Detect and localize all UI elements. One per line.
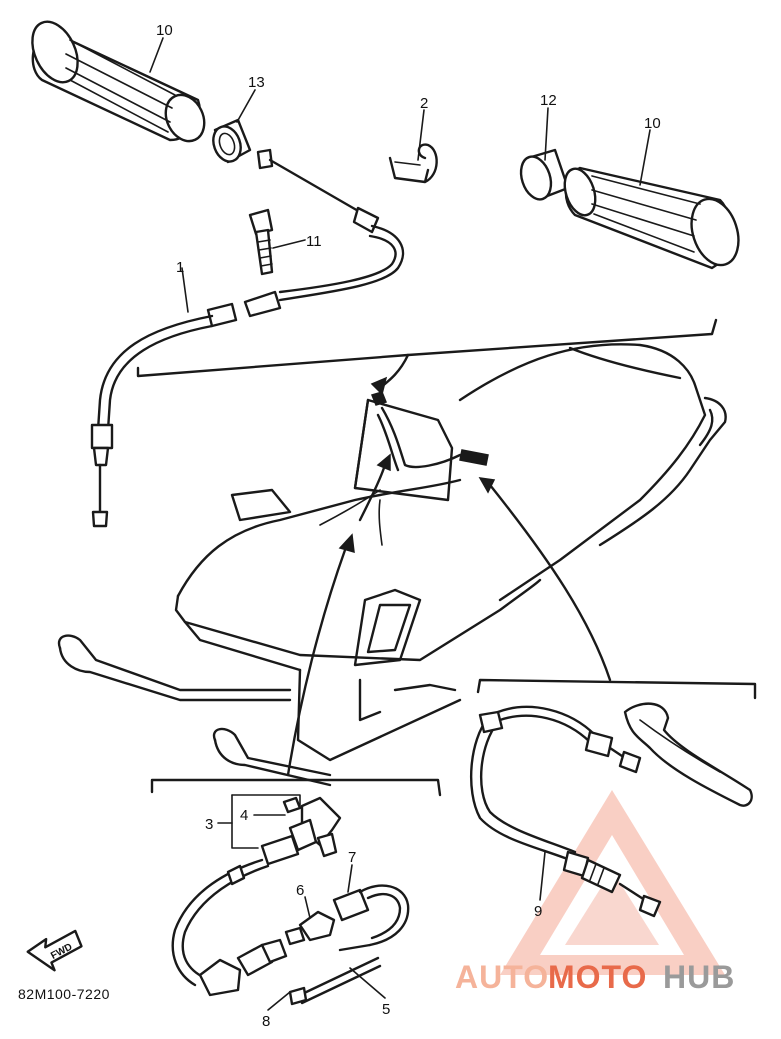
left-grip xyxy=(31,20,206,143)
callout-3: 3 xyxy=(205,816,213,833)
brake-cable-9 xyxy=(470,705,662,918)
diagram-code: 82M100-7220 xyxy=(18,986,110,1002)
callout-numbers: 10 13 2 12 10 11 1 3 4 7 6 8 5 9 xyxy=(156,22,661,1030)
right-grip xyxy=(563,166,740,270)
handlebar-group-bracket xyxy=(136,318,718,396)
callout-10-right: 10 xyxy=(644,115,661,132)
collar-13 xyxy=(212,118,252,164)
assembly-arrows xyxy=(286,453,612,777)
callout-8: 8 xyxy=(262,1013,270,1030)
switch-assembly-3 xyxy=(231,794,342,866)
wire-harness xyxy=(171,858,410,1006)
callout-9: 9 xyxy=(534,903,542,920)
callout-12: 12 xyxy=(540,92,557,109)
clip-2 xyxy=(388,143,438,184)
callout-13: 13 xyxy=(248,74,265,91)
watermark-part2: MOTO xyxy=(548,959,647,995)
callout-1: 1 xyxy=(176,259,184,276)
callout-2: 2 xyxy=(420,95,428,112)
callout-11: 11 xyxy=(306,233,322,250)
callout-5: 5 xyxy=(382,1001,390,1018)
callout-4: 4 xyxy=(240,807,248,824)
callout-leaders xyxy=(149,37,651,1011)
callout-6: 6 xyxy=(296,882,304,899)
brake-lever xyxy=(623,702,753,807)
callout-7: 7 xyxy=(348,849,356,866)
brake-group-bracket xyxy=(476,678,757,700)
watermark-part3: HUB xyxy=(663,959,735,995)
switch-group-bracket xyxy=(150,778,442,797)
callout-10-left: 10 xyxy=(156,22,173,39)
fwd-arrow-icon: FWD xyxy=(26,929,83,972)
throttle-cable-1 xyxy=(90,290,282,528)
throttle-cable-upper xyxy=(256,148,405,302)
collar-12 xyxy=(519,148,570,201)
bolt-11 xyxy=(248,208,274,276)
watermark-part1: AUTO xyxy=(455,959,549,995)
snowmobile-body xyxy=(57,343,727,787)
watermark-text: AUTO MOTO HUB xyxy=(455,959,735,995)
